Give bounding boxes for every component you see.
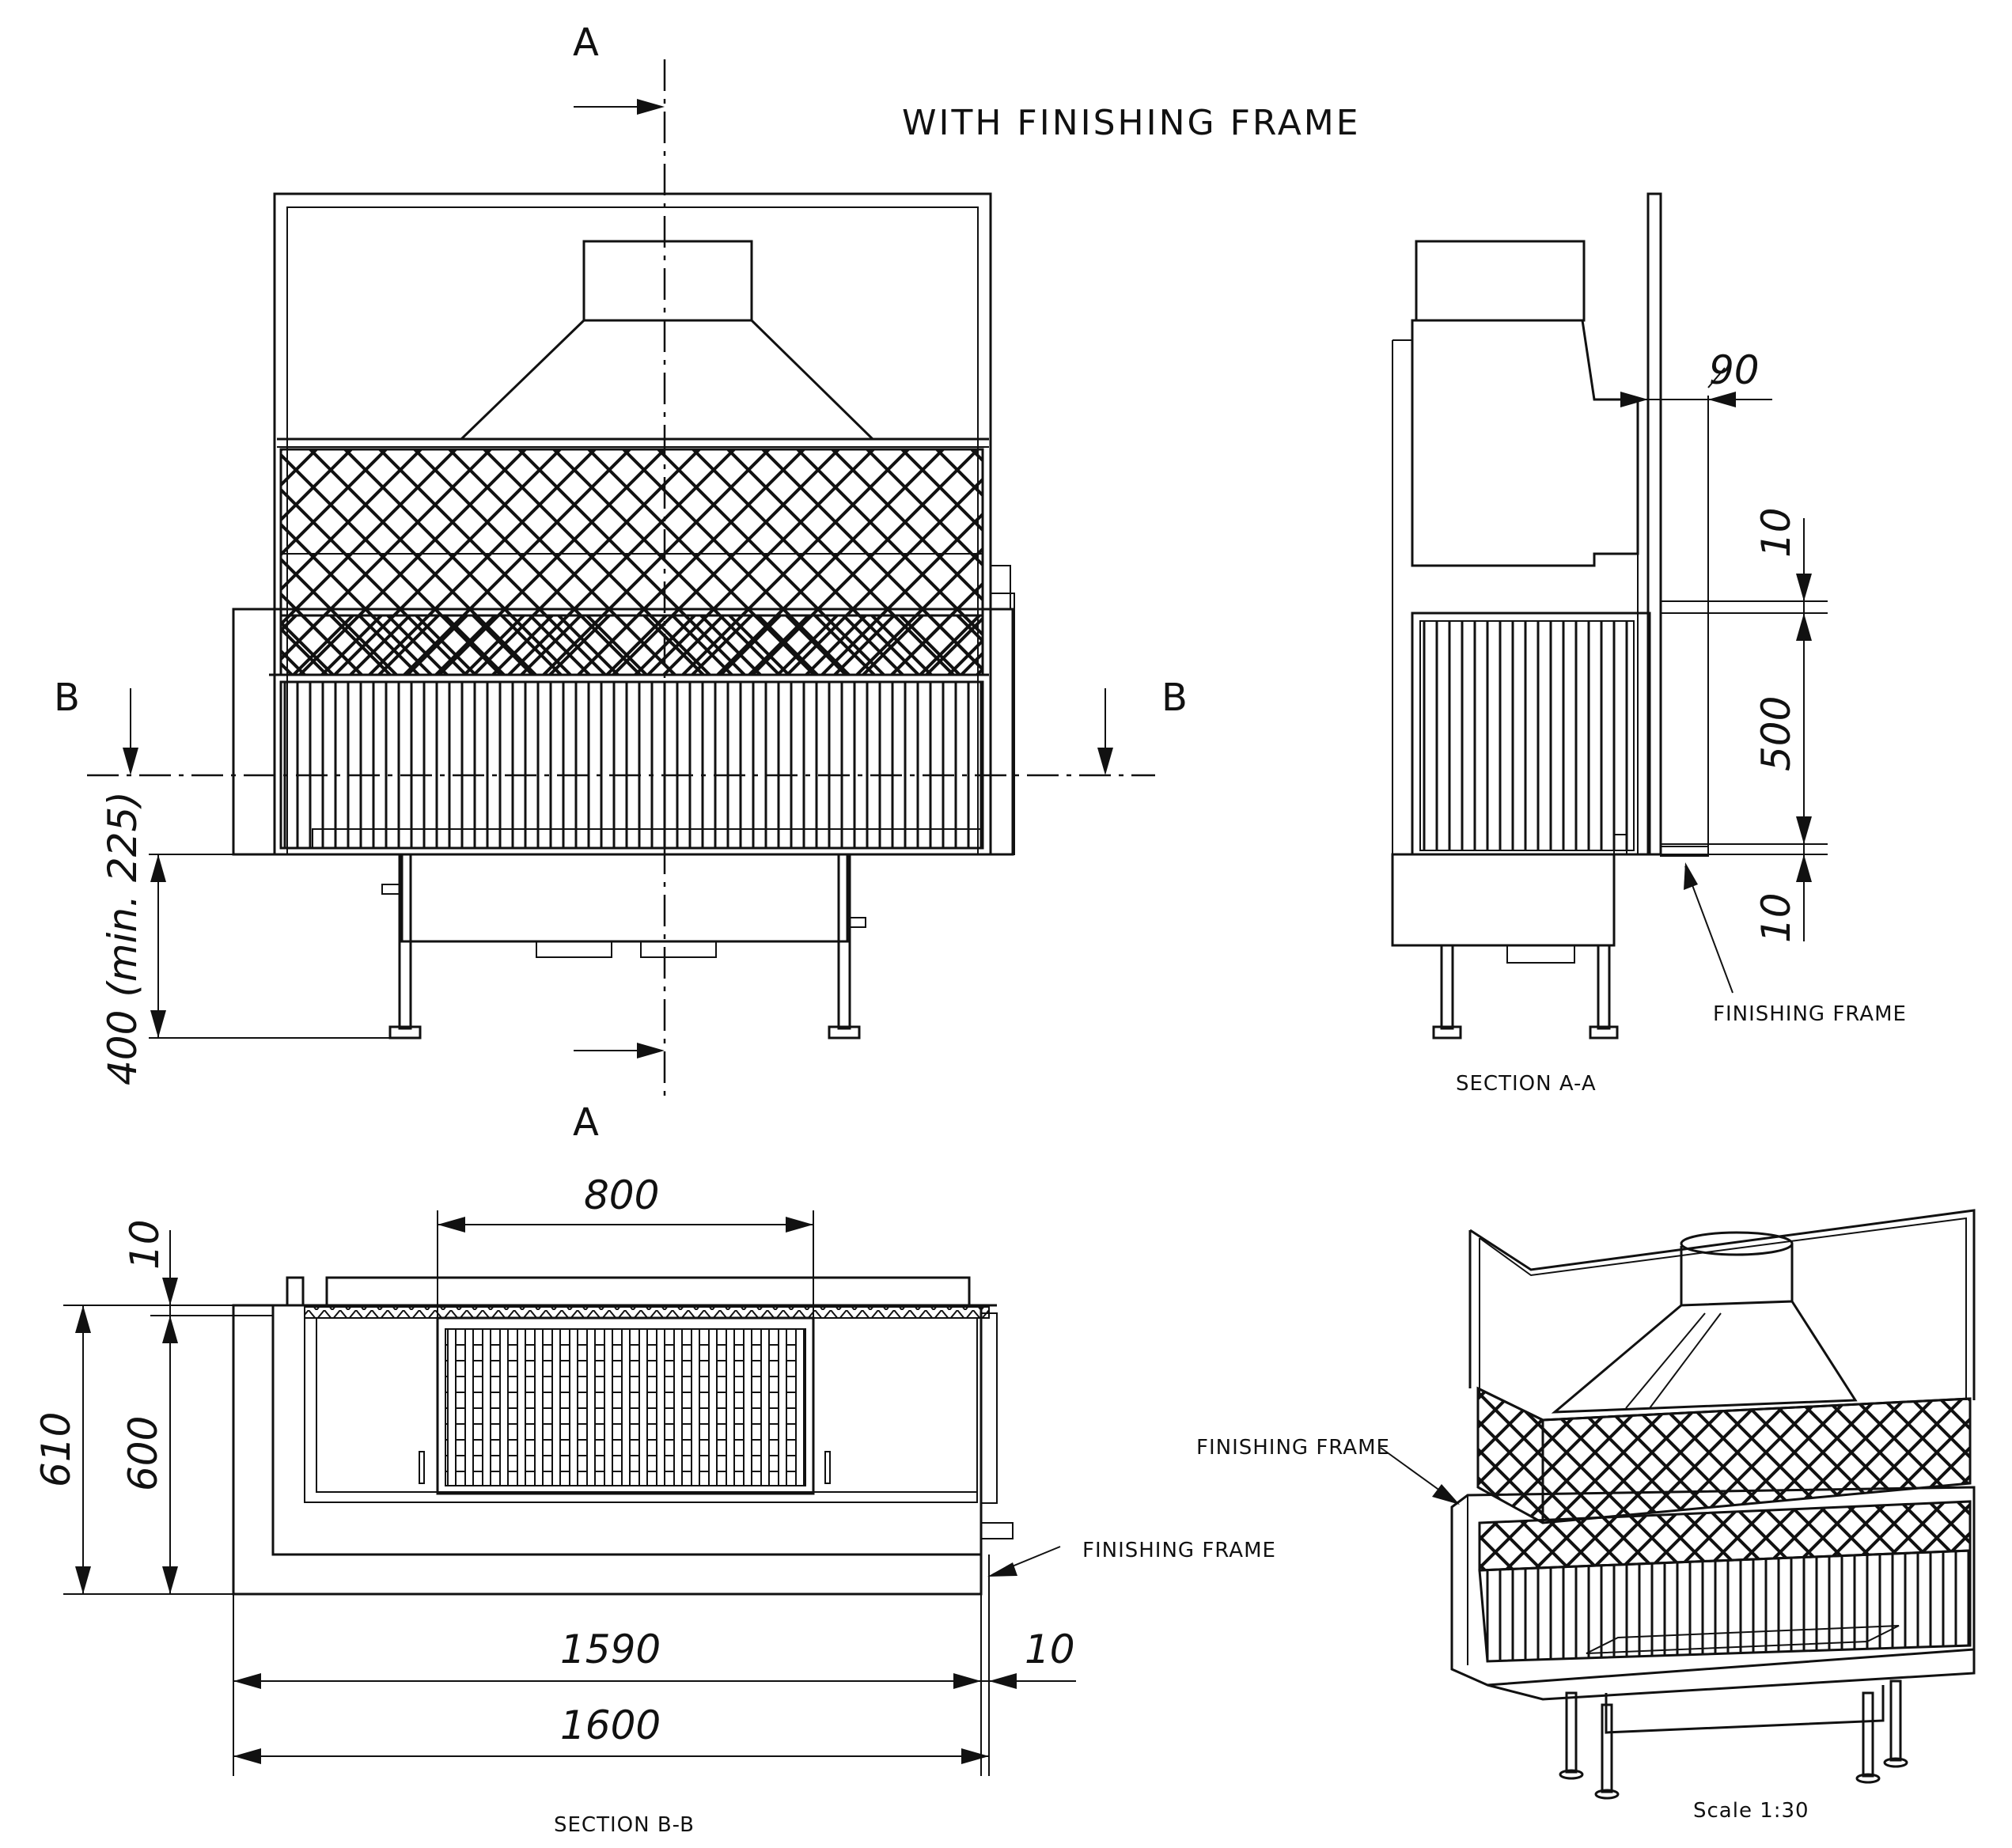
dim-depth-body: 600 [120,1416,166,1491]
dim-top-gap: 10 [1753,507,1799,558]
label-finishing-frame-iso: FINISHING FRAME [1196,1436,1390,1460]
dim-bottom-gap: 10 [1753,892,1799,943]
section-aa-view [1391,192,1828,1040]
firebox-grille [279,680,984,850]
dim-opening-height: 500 [1753,696,1799,771]
base-box [400,853,849,943]
grate-plan [436,1316,815,1495]
marker-b-right: B [1161,676,1188,720]
label-finishing-frame-bb: FINISHING FRAME [1082,1539,1276,1562]
hood [458,319,876,441]
isometric-view [1380,1209,1976,1800]
flue-collar-side [1415,240,1586,322]
label-scale: Scale 1:30 [1693,1799,1809,1823]
leg-right [837,853,851,1030]
section-bb-view [63,1210,1076,1776]
front-view [87,59,1155,1100]
dim-depth-total: 610 [33,1412,79,1487]
marker-a-bottom: A [573,1100,599,1145]
dim-width-total: 1600 [560,1702,661,1748]
flue-collar [582,240,753,322]
hood-side [1411,319,1639,567]
dim-width-body: 1590 [560,1626,661,1672]
leg-left [398,853,412,1030]
marker-b-left: B [54,676,80,720]
firebox-grille-side [1419,620,1635,851]
label-section-bb: SECTION B-B [554,1813,695,1837]
drawing-title: WITH FINISHING FRAME [902,103,1361,143]
label-section-aa: SECTION A-A [1456,1072,1597,1096]
dim-side-gap: 10 [122,1219,168,1270]
dim-opening-width: 800 [584,1172,659,1218]
marker-a-top: A [573,21,599,65]
finishing-plate [1646,192,1662,856]
dim-frame-depth: 90 [1709,347,1760,393]
dim-height-floor: 400 (min. 225) [100,791,146,1085]
dim-width-gap: 10 [1025,1626,1075,1672]
label-finishing-frame-aa: FINISHING FRAME [1713,1002,1907,1026]
